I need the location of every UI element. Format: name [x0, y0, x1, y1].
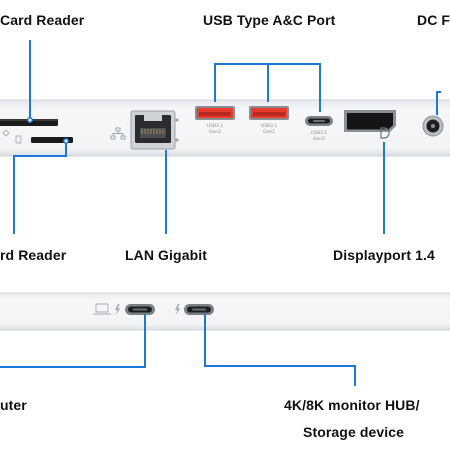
led-indicators — [175, 118, 179, 142]
network-icon — [110, 127, 126, 140]
usb2-gen: Gen2 — [263, 129, 275, 135]
displayport-logo-icon — [380, 127, 390, 139]
label-usb-type-ac: USB Type A&C Port — [203, 12, 336, 28]
label-displayport: Displayport 1.4 — [333, 247, 435, 263]
usbc-speed: USB3.1 — [311, 130, 328, 136]
displayport-port-icon — [344, 110, 396, 132]
callout-dots-top — [27, 117, 69, 144]
usb-a-port-icon: USB3.1 Gen2 — [249, 106, 289, 135]
thunderbolt-icon — [175, 304, 181, 315]
laptop-icon — [93, 303, 111, 315]
callout-lines-top — [13, 40, 441, 234]
label-card-reader-bottom: rd Reader — [0, 247, 67, 263]
label-storage-device: Storage device — [303, 424, 404, 440]
usbc-gen: Gen2 — [313, 136, 325, 142]
microsd-card-icon — [31, 137, 73, 143]
label-computer: uter — [0, 397, 27, 413]
label-card-reader-top: Card Reader — [0, 12, 85, 28]
lan-port — [130, 110, 176, 150]
usb-c-port-icon — [184, 304, 214, 315]
callout-lines-bottom — [0, 314, 356, 386]
label-monitor-hub: 4K/8K monitor HUB/ — [284, 397, 420, 413]
hub-back-panel — [0, 292, 450, 331]
dc-power-jack-icon — [422, 115, 444, 137]
usb-c-port-icon: USB3.1 Gen2 — [305, 116, 333, 142]
label-dc-port: DC F — [417, 12, 450, 28]
usb1-speed: USB3.1 — [207, 123, 224, 129]
usb2-speed: USB3.1 — [261, 123, 278, 129]
thunderbolt-icon — [115, 304, 121, 315]
label-lan-gigabit: LAN Gigabit — [125, 247, 207, 263]
hub-front-panel — [0, 99, 450, 157]
usb-c-port-icon — [125, 304, 155, 315]
card-slot-glyph — [2, 129, 22, 144]
usb1-gen: Gen2 — [209, 129, 221, 135]
usb-a-port-icon: USB3.1 Gen2 — [195, 106, 235, 135]
